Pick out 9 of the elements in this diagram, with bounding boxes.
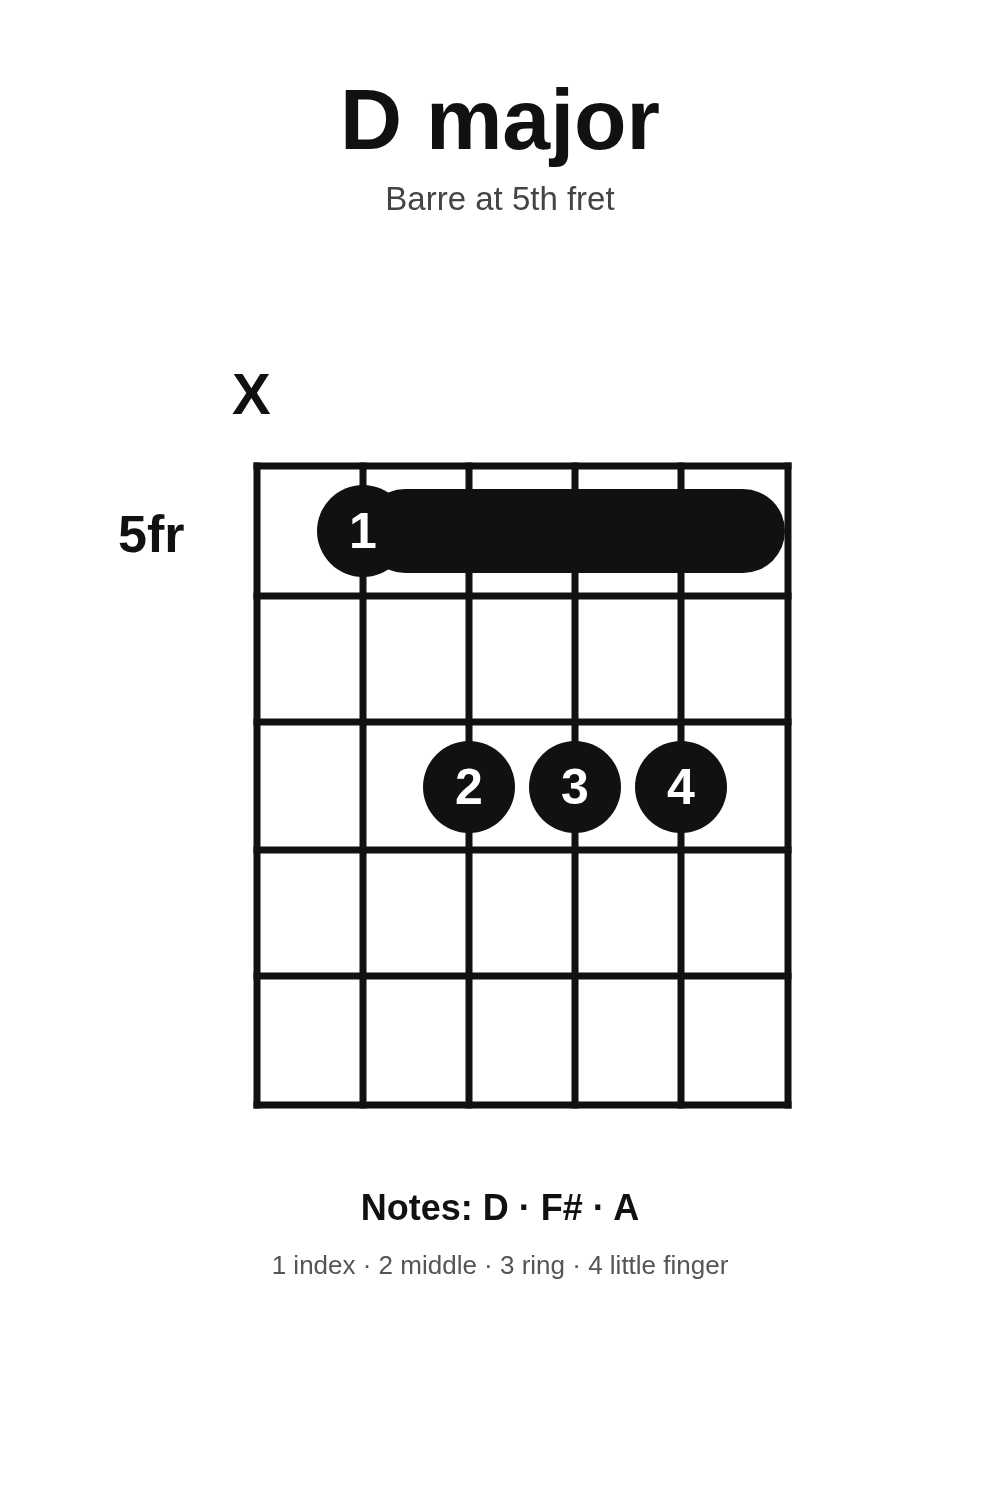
finger-dot: 4 (635, 741, 727, 833)
fret-number: 5fr (118, 504, 185, 564)
muted-string-mark: X (232, 360, 271, 427)
notes-text: Notes: D · F# · A (359, 1187, 641, 1229)
subtitle: Barre at 5th fret (384, 180, 616, 218)
chord-title: D major (338, 70, 662, 169)
finger-dot: 3 (529, 741, 621, 833)
finger-dot: 2 (423, 741, 515, 833)
finger-legend-text: 1 index · 2 middle · 3 ring · 4 little finger (270, 1250, 730, 1281)
